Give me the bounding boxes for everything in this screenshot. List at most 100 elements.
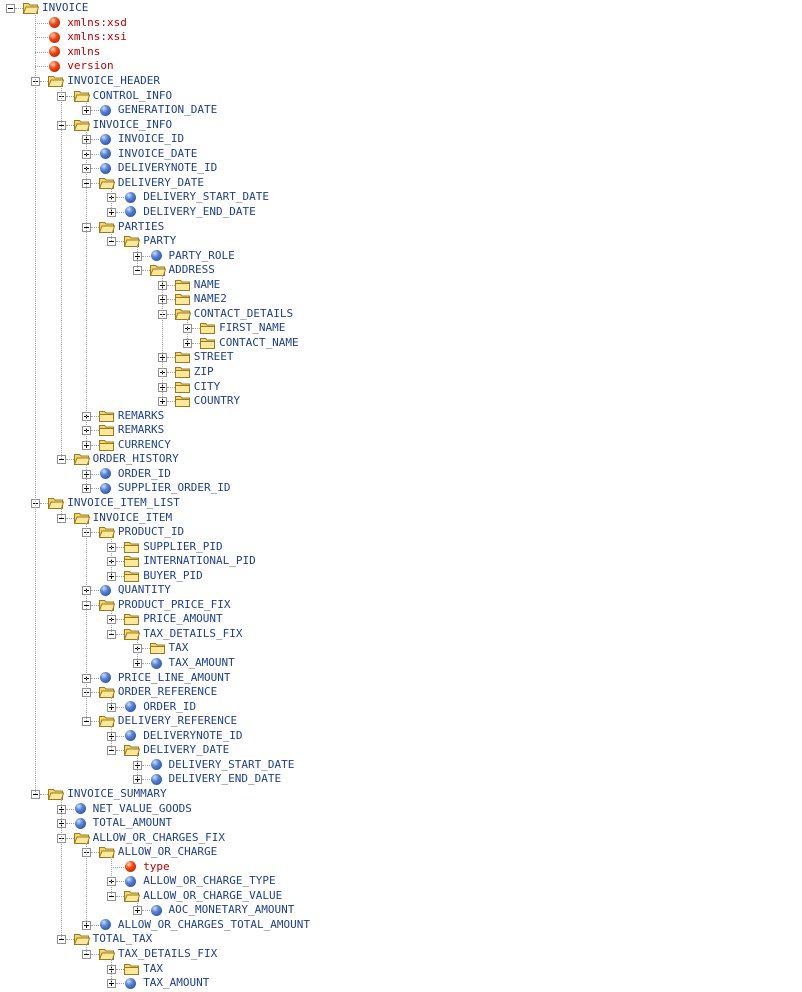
- tree-node-label[interactable]: DELIVERY_REFERENCE: [117, 714, 238, 728]
- tree-node-label[interactable]: BUYER_PID: [143, 568, 203, 582]
- tree-node-label[interactable]: TOTAL_TAX: [92, 932, 153, 946]
- tree-connector: [141, 779, 150, 781]
- tree-node-contact-details[interactable]: [0, 307, 802, 321]
- tree-node-label[interactable]: NAME2: [193, 292, 227, 306]
- tree-node-label[interactable]: xmlns: [67, 44, 101, 58]
- tree-node-label[interactable]: SUPPLIER_ORDER_ID: [117, 481, 231, 495]
- tree-node-label[interactable]: TAX_DETAILS_FIX: [117, 947, 218, 961]
- tree-node-label[interactable]: xmlns:xsi: [67, 30, 127, 44]
- collapse-toggle-icon[interactable]: [6, 4, 15, 14]
- tree-node-label[interactable]: ORDER_ID: [143, 699, 197, 713]
- tree-node-label[interactable]: PRODUCT_ID: [117, 525, 185, 539]
- tree-node-label[interactable]: TAX_AMOUNT: [143, 976, 210, 990]
- folder-open-icon: [123, 628, 141, 640]
- tree-node-label[interactable]: INTERNATIONAL_PID: [143, 554, 256, 568]
- tree-node-label[interactable]: ORDER_HISTORY: [92, 452, 179, 466]
- tree-node-label[interactable]: REMARKS: [117, 408, 165, 422]
- tree-node-label[interactable]: TAX: [168, 641, 189, 655]
- tree-node-label[interactable]: xmlns:xsd: [67, 15, 127, 29]
- tree-node-label[interactable]: INVOICE_ITEM_LIST: [67, 495, 180, 509]
- tree-node-label[interactable]: AOC_MONETARY_AMOUNT: [168, 903, 295, 917]
- tree-connector: [65, 837, 74, 839]
- tree-node-label[interactable]: PARTY_ROLE: [168, 248, 235, 262]
- tree-node-name2[interactable]: [0, 292, 802, 306]
- tree-node-label[interactable]: TAX_DETAILS_FIX: [143, 626, 243, 640]
- tree-node-label[interactable]: PARTIES: [117, 219, 165, 233]
- element-ball-icon: [150, 657, 162, 669]
- tree-node-label[interactable]: QUANTITY: [117, 583, 171, 597]
- tree-node-label[interactable]: DELIVERY_END_DATE: [143, 204, 256, 218]
- tree-node-label[interactable]: PRODUCT_PRICE_FIX: [117, 597, 231, 611]
- tree-node-label[interactable]: ALLOW_OR_CHARGE_TYPE: [143, 874, 276, 888]
- tree-node-street[interactable]: [0, 350, 802, 364]
- tree-node-version[interactable]: [0, 59, 802, 73]
- tree-node-label[interactable]: ORDER_ID: [117, 466, 171, 480]
- tree-node-label[interactable]: INVOICE_HEADER: [67, 74, 161, 88]
- tree-node-label[interactable]: DELIVERY_DATE: [143, 743, 230, 757]
- tree-node-label[interactable]: PRICE_LINE_AMOUNT: [117, 670, 231, 684]
- tree-node-label[interactable]: ADDRESS: [168, 263, 215, 277]
- tree-node-label[interactable]: ALLOW_OR_CHARGE_VALUE: [143, 888, 283, 902]
- tree-node-label[interactable]: ALLOW_OR_CHARGES_TOTAL_AMOUNT: [117, 917, 310, 931]
- tree-node-label[interactable]: TAX: [143, 961, 164, 975]
- tree-node-delivery-start-date[interactable]: [0, 758, 802, 772]
- tree-node-label[interactable]: SUPPLIER_PID: [143, 539, 223, 553]
- tree-node-city[interactable]: [0, 379, 802, 393]
- element-ball-icon: [99, 584, 111, 596]
- tree-node-label[interactable]: version: [67, 59, 114, 73]
- tree-node-party-role[interactable]: [0, 248, 802, 262]
- tree-node-tax-amount[interactable]: [0, 656, 802, 670]
- tree-node-label[interactable]: TAX_AMOUNT: [168, 656, 235, 670]
- tree-node-aoc-monetary-amount[interactable]: [0, 903, 802, 917]
- tree-node-label[interactable]: FIRST_NAME: [219, 321, 286, 335]
- tree-node-invoice[interactable]: [0, 1, 802, 15]
- tree-node-name[interactable]: [0, 277, 802, 291]
- tree-node-label[interactable]: INVOICE_INFO: [92, 117, 173, 131]
- tree-node-country[interactable]: [0, 394, 802, 408]
- tree-connector: [116, 241, 125, 243]
- tree-node-label[interactable]: ZIP: [193, 365, 214, 379]
- tree-node-label[interactable]: INVOICE: [42, 1, 89, 15]
- tree-node-label[interactable]: CONTACT_DETAILS: [193, 306, 294, 320]
- tree-node-label[interactable]: INVOICE_ID: [117, 132, 185, 146]
- tree-node-label[interactable]: PARTY: [143, 234, 177, 248]
- tree-node-label[interactable]: INVOICE_SUMMARY: [67, 786, 167, 800]
- tree-node-first-name[interactable]: [0, 321, 802, 335]
- tree-node-label[interactable]: REMARKS: [117, 423, 165, 437]
- tree-node-tax[interactable]: [0, 641, 802, 655]
- tree-node-label[interactable]: CURRENCY: [117, 437, 171, 451]
- tree-node-label[interactable]: DELIVERY_START_DATE: [168, 757, 295, 771]
- tree-node-label[interactable]: CONTROL_INFO: [92, 88, 173, 102]
- folder-icon: [124, 555, 140, 568]
- tree-node-label[interactable]: CONTACT_NAME: [219, 335, 299, 349]
- tree-guide-line: [136, 755, 138, 780]
- tree-node-label[interactable]: DELIVERYNOTE_ID: [143, 728, 243, 742]
- tree-node-label[interactable]: DELIVERYNOTE_ID: [117, 161, 218, 175]
- tree-node-label[interactable]: DELIVERY_END_DATE: [168, 772, 282, 786]
- tree-node-label[interactable]: STREET: [193, 350, 234, 364]
- tree-node-label[interactable]: PRICE_AMOUNT: [143, 612, 223, 626]
- tree-node-label[interactable]: DELIVERY_START_DATE: [143, 190, 270, 204]
- tree-node-label[interactable]: CITY: [193, 379, 221, 393]
- tree-node-label[interactable]: NET_VALUE_GOODS: [92, 801, 192, 815]
- tree-node-label[interactable]: NAME: [193, 277, 221, 291]
- tree-node-label[interactable]: ORDER_REFERENCE: [117, 685, 218, 699]
- tree-node-label[interactable]: ALLOW_OR_CHARGES_FIX: [92, 830, 226, 844]
- tree-connector: [111, 866, 125, 868]
- tree-node-xmlns[interactable]: [0, 45, 802, 59]
- tree-node-label[interactable]: INVOICE_DATE: [117, 146, 198, 160]
- tree-node-zip[interactable]: [0, 365, 802, 379]
- tree-node-label[interactable]: type: [143, 859, 170, 873]
- tree-node-label[interactable]: COUNTRY: [193, 394, 241, 408]
- folder-open-icon: [98, 177, 116, 189]
- tree-node-label[interactable]: INVOICE_ITEM: [92, 510, 173, 524]
- tree-node-contact-name[interactable]: [0, 336, 802, 350]
- tree-node-label[interactable]: TOTAL_AMOUNT: [92, 816, 173, 830]
- tree-node-delivery-end-date[interactable]: [0, 772, 802, 786]
- attribute-ball-icon: [49, 31, 61, 43]
- tree-node-address[interactable]: [0, 263, 802, 277]
- tree-node-label[interactable]: GENERATION_DATE: [117, 103, 218, 117]
- tree-guide-line: [161, 275, 163, 402]
- tree-node-label[interactable]: ALLOW_OR_CHARGE: [117, 845, 218, 859]
- tree-node-label[interactable]: DELIVERY_DATE: [117, 175, 204, 189]
